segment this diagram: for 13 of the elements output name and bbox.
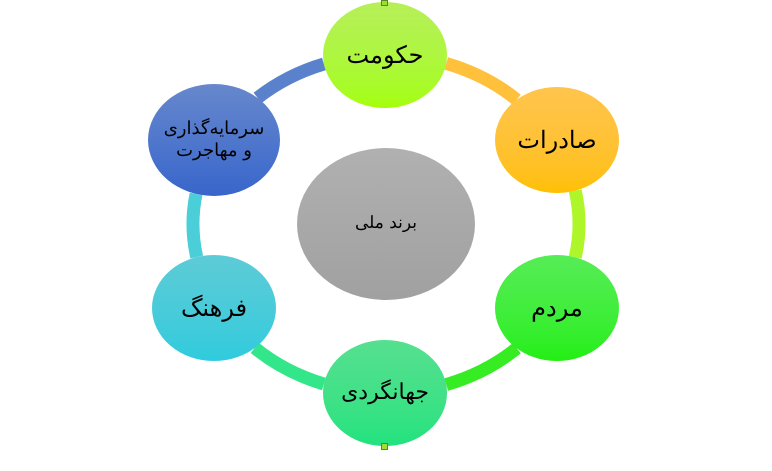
ring-arc-connector	[568, 190, 586, 258]
node-label: فرهنگ	[180, 293, 248, 323]
ring-arc-connector	[444, 343, 521, 391]
node-label: مردم	[531, 293, 583, 323]
node-label: حکومت	[346, 40, 424, 70]
ring-arc-connector	[444, 57, 521, 105]
ring-arc-connector	[254, 58, 326, 104]
node-label: جهانگردی	[341, 379, 429, 407]
ring-arc-connector	[250, 342, 326, 390]
node-label: سرمایه‌گذاری و مهاجرت	[162, 118, 266, 162]
node-label: صادرات	[517, 125, 597, 155]
node-label: برند ملی	[354, 213, 418, 235]
ring-arc-connector	[186, 192, 204, 258]
